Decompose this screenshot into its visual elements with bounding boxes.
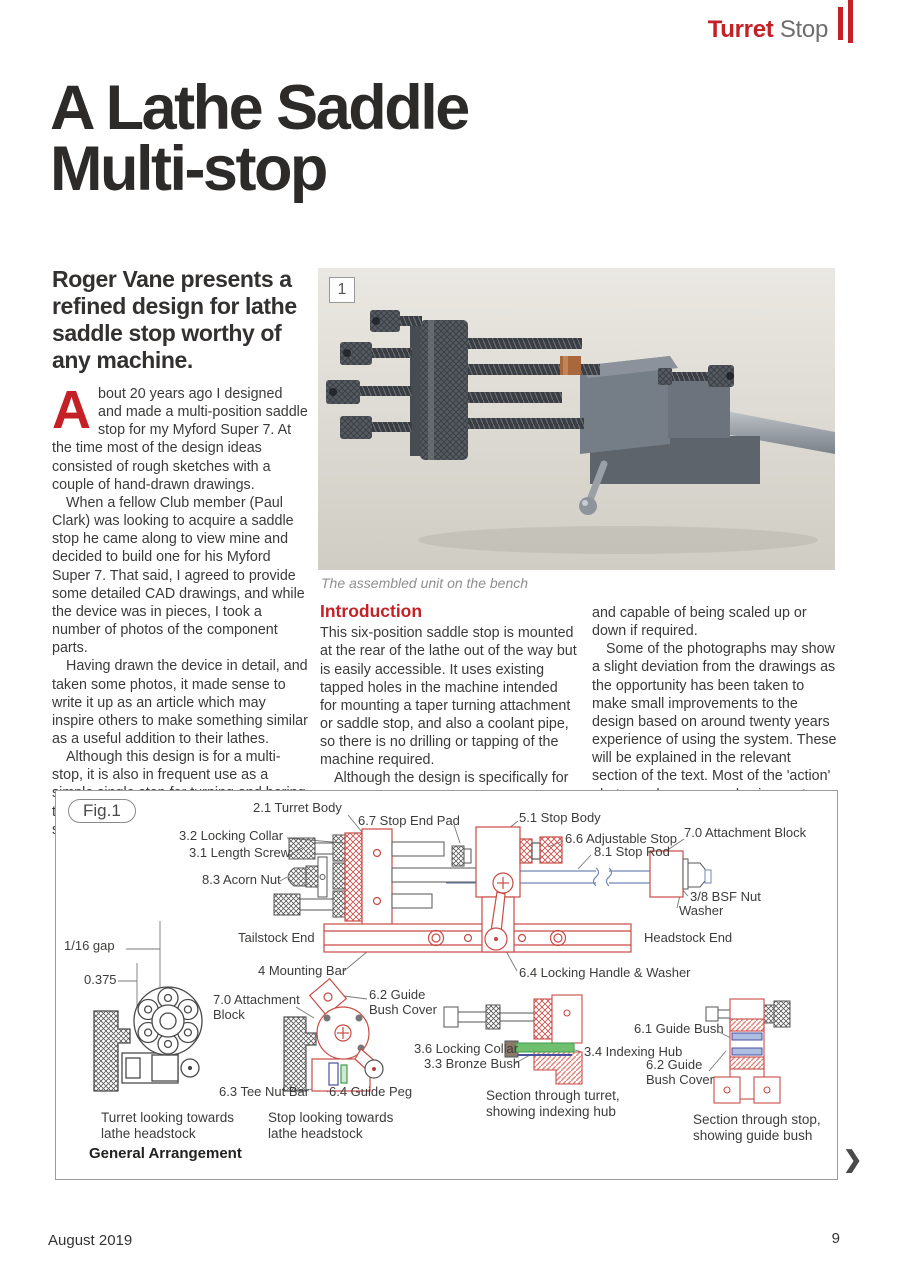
label-guide-bush-61: 6.1 Guide Bush bbox=[634, 1021, 724, 1036]
title-line2: Multi-stop bbox=[50, 134, 328, 205]
body-column-2: Introduction This six-position saddle st… bbox=[320, 600, 578, 842]
title-line1: A Lathe Saddle bbox=[50, 73, 470, 143]
photo-illustration bbox=[318, 268, 835, 570]
photo-assembled-unit: 1 bbox=[318, 268, 835, 570]
intro-heading: Introduction bbox=[320, 601, 423, 621]
paragraph-text: bout 20 years ago I designed and made a … bbox=[52, 386, 308, 493]
label-guide-bush-cover-2: 6.2 Guide Bush Cover bbox=[369, 987, 437, 1017]
label-stop-rod: 8.1 Stop Rod bbox=[594, 844, 670, 859]
label-stop-end-pad: 6.7 Stop End Pad bbox=[358, 813, 460, 828]
general-arrangement-title: General Arrangement bbox=[89, 1145, 242, 1162]
topic-rest: Stop bbox=[773, 16, 828, 43]
figure-tag: Fig.1 bbox=[68, 799, 136, 823]
label-attachment-block-2: 7.0 Attachment Block bbox=[213, 992, 300, 1022]
label-acorn-nut: 8.3 Acorn Nut bbox=[202, 872, 281, 887]
label-headstock-end: Headstock End bbox=[644, 930, 733, 945]
label-guide-peg: 6.4 Guide Peg bbox=[329, 1084, 413, 1099]
masthead-rule-icon bbox=[838, 7, 843, 40]
label-locking-collar-32: 3.2 Locking Collar bbox=[179, 828, 284, 843]
paragraph: This six-position saddle stop is mounted… bbox=[320, 625, 577, 769]
figure-1-panel: Fig.1 2.1 Turret Body 6.7 Stop End Pad 3… bbox=[55, 790, 838, 1180]
label-length-screw: 3.1 Length Screw bbox=[189, 845, 291, 860]
label-turret-body: 2.1 Turret Body bbox=[253, 800, 342, 815]
general-arrangement-drawing bbox=[93, 814, 791, 1104]
label-attachment-block: 7.0 Attachment Block bbox=[684, 825, 807, 840]
label-mounting-bar: 4 Mounting Bar bbox=[258, 963, 347, 978]
label-indexing-hub: 3.4 Indexing Hub bbox=[584, 1044, 683, 1059]
label-washer: Washer bbox=[679, 903, 724, 918]
photo-caption: The assembled unit on the bench bbox=[321, 575, 529, 591]
topic-strong: Turret bbox=[707, 16, 774, 43]
label-bsf-nut: 3/8 BSF Nut bbox=[690, 889, 761, 904]
caption-stop-view: Stop looking towards lathe headstock bbox=[268, 1110, 394, 1142]
label-bronze-bush: 3.3 Bronze Bush bbox=[424, 1056, 521, 1071]
standfirst: Roger Vane presents a refined design for… bbox=[52, 266, 297, 374]
label-adjustable-stop: 6.6 Adjustable Stop bbox=[565, 831, 678, 846]
paragraph: Having drawn the device in detail, and t… bbox=[52, 658, 308, 747]
footer-issue-date: August 2019 bbox=[48, 1232, 133, 1249]
photo-number-badge: 1 bbox=[329, 277, 355, 303]
caption-turret-section: Section through turret, showing indexing… bbox=[486, 1088, 620, 1120]
label-stop-body: 5.1 Stop Body bbox=[519, 810, 601, 825]
paragraph: and capable of being scaled up or down i… bbox=[592, 605, 807, 640]
caption-stop-section: Section through stop, showing guide bush bbox=[693, 1112, 821, 1144]
label-guide-bush-cover-3: 6.2 Guide Bush Cover bbox=[646, 1057, 714, 1087]
paragraph: When a fellow Club member (Paul Clark) w… bbox=[52, 494, 305, 657]
label-locking-collar-36: 3.6 Locking Collar bbox=[414, 1041, 519, 1056]
label-tailstock-end: Tailstock End bbox=[238, 930, 315, 945]
caption-turret-view: Turret looking towards lathe headstock bbox=[101, 1110, 235, 1142]
drop-cap: A bbox=[52, 380, 91, 440]
label-gap: 1/16 gap bbox=[64, 938, 115, 953]
label-locking-handle: 6.4 Locking Handle & Washer bbox=[519, 965, 691, 980]
section-topic: Turret Stop bbox=[0, 16, 829, 44]
next-page-chevron-icon[interactable]: ❯ bbox=[843, 1146, 863, 1172]
masthead-rule-icon bbox=[848, 0, 853, 43]
label-dim-0375: 0.375 bbox=[84, 972, 117, 987]
footer-page-number: 9 bbox=[831, 1230, 840, 1247]
label-tee-nut-bar: 6.3 Tee Nut Bar bbox=[219, 1084, 310, 1099]
